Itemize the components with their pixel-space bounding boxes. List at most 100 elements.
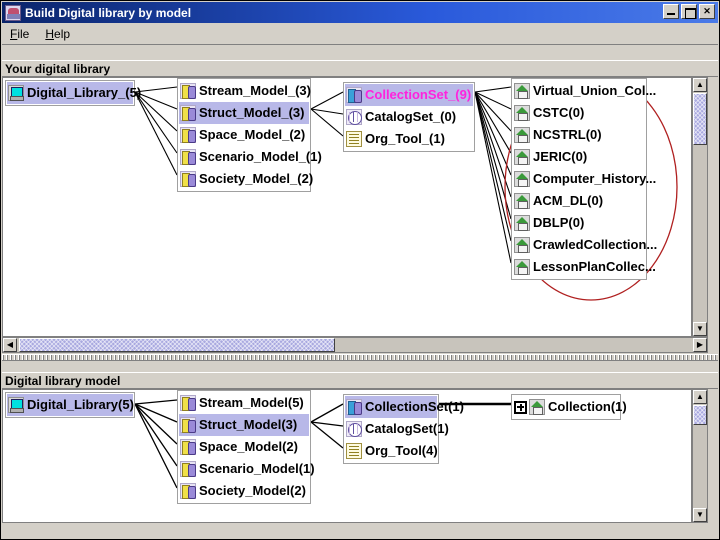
collection-icon: [529, 399, 545, 415]
scroll-up-arrow[interactable]: ▲: [693, 78, 707, 92]
model-icon: [180, 439, 196, 455]
collection-set-icon: [346, 87, 362, 103]
node-label: CSTC(0): [533, 105, 585, 120]
node-society-model[interactable]: Society_Model(2): [179, 480, 309, 502]
node-label: JERIC(0): [533, 149, 588, 164]
node-label: Org_Tool_(1): [365, 131, 445, 146]
node-catalog-set[interactable]: CatalogSet(1): [345, 418, 449, 440]
node-org-tool[interactable]: Org_Tool_(1): [345, 128, 473, 150]
node-label: Digital_Library(5): [27, 397, 134, 412]
scrollbar-track[interactable]: [693, 92, 707, 322]
node-stream-model[interactable]: Stream_Model(5): [179, 392, 309, 414]
node-label: DBLP(0): [533, 215, 585, 230]
node-catalog-set[interactable]: CatalogSet_(0): [345, 106, 473, 128]
node-space-model[interactable]: Space_Model(2): [179, 436, 309, 458]
node-org-tool[interactable]: Org_Tool(4): [345, 440, 438, 462]
close-button[interactable]: ✕: [699, 4, 715, 19]
top-horizontal-scrollbar[interactable]: ◀ ▶: [2, 337, 708, 353]
node-jeric[interactable]: JERIC(0): [513, 146, 645, 168]
model-icon: [180, 149, 196, 165]
node-collection-set[interactable]: CollectionSet(1): [345, 396, 464, 418]
bottom-vertical-scrollbar[interactable]: ▲ ▼: [692, 389, 708, 523]
status-area: [2, 524, 718, 539]
node-label: CollectionSet(1): [365, 399, 464, 414]
node-label: Digital_Library_(5): [27, 85, 142, 100]
collection-icon: [514, 83, 530, 99]
top-vertical-scrollbar[interactable]: ▲ ▼: [692, 77, 708, 337]
scroll-up-arrow[interactable]: ▲: [693, 390, 707, 404]
collection-set-icon: [346, 399, 362, 415]
window-title: Build Digital library by model: [25, 5, 192, 20]
expand-plus-icon[interactable]: [514, 400, 527, 414]
node-label: Struct_Model_(3): [199, 105, 305, 120]
computer-icon: [8, 85, 24, 101]
node-cstc[interactable]: CSTC(0): [513, 102, 645, 124]
node-stream-model[interactable]: Stream_Model_(3): [179, 80, 311, 102]
node-label: Space_Model(2): [199, 439, 298, 454]
bottom-graph-canvas[interactable]: Digital_Library(5) Stream_Model(5) Struc…: [2, 389, 692, 523]
node-label: Virtual_Union_Col...: [533, 83, 657, 98]
app-icon: [5, 4, 21, 21]
node-label: Stream_Model_(3): [199, 83, 311, 98]
bottom-panel-label: Digital library model: [2, 372, 718, 389]
model-icon: [180, 171, 196, 187]
node-label: Scenario_Model(1): [199, 461, 315, 476]
node-computer-history[interactable]: Computer_History...: [513, 168, 656, 190]
scroll-down-arrow[interactable]: ▼: [693, 322, 707, 336]
collection-icon: [514, 259, 530, 275]
minimize-button[interactable]: [663, 4, 679, 19]
window-controls: ✕: [663, 4, 715, 19]
menu-help[interactable]: Help: [45, 26, 71, 41]
node-space-model[interactable]: Space_Model_(2): [179, 124, 309, 146]
node-label: Space_Model_(2): [199, 127, 306, 142]
node-lesson-plan-collection[interactable]: LessonPlanCollec...: [513, 256, 656, 278]
maximize-button[interactable]: [681, 4, 697, 19]
node-scenario-model[interactable]: Scenario_Model(1): [179, 458, 315, 480]
bottom-root-group: Digital_Library(5): [5, 392, 135, 418]
node-label: Society_Model(2): [199, 483, 306, 498]
node-digital-library[interactable]: Digital_Library_(5): [7, 82, 141, 104]
node-label: CatalogSet(1): [365, 421, 449, 436]
node-label: LessonPlanCollec...: [533, 259, 656, 274]
menu-file[interactable]: File: [10, 26, 30, 41]
top-graph-canvas[interactable]: Digital_Library_(5) Stream_Model_(3) Str…: [2, 77, 692, 337]
model-icon: [180, 83, 196, 99]
scrollbar-thumb[interactable]: [19, 338, 335, 352]
node-collection-set[interactable]: CollectionSet_(9): [345, 84, 473, 106]
node-label: Collection(1): [548, 399, 627, 414]
scrollbar-thumb[interactable]: [693, 405, 707, 425]
org-tool-icon: [346, 131, 362, 147]
top-root-group: Digital_Library_(5): [5, 80, 141, 106]
node-label: CatalogSet_(0): [365, 109, 457, 124]
node-label: ACM_DL(0): [533, 193, 604, 208]
node-label: Society_Model_(2): [199, 171, 314, 186]
model-icon: [180, 417, 196, 433]
node-virtual-union-collection[interactable]: Virtual_Union_Col...: [513, 80, 656, 102]
node-dblp[interactable]: DBLP(0): [513, 212, 645, 234]
node-ncstrl[interactable]: NCSTRL(0): [513, 124, 645, 146]
collection-icon: [514, 149, 530, 165]
node-digital-library[interactable]: Digital_Library(5): [7, 394, 134, 416]
node-crawled-collection[interactable]: CrawledCollection...: [513, 234, 657, 256]
node-society-model[interactable]: Society_Model_(2): [179, 168, 313, 190]
top-models-group: Stream_Model_(3) Struct_Model_(3) Space_…: [177, 78, 322, 192]
scroll-down-arrow[interactable]: ▼: [693, 508, 707, 522]
bottom-models-group: Stream_Model(5) Struct_Model(3) Space_Mo…: [177, 390, 315, 504]
scroll-right-arrow[interactable]: ▶: [693, 338, 707, 352]
node-struct-model[interactable]: Struct_Model_(3): [179, 102, 309, 124]
scrollbar-thumb[interactable]: [693, 93, 707, 145]
split-pane-divider[interactable]: [2, 354, 718, 361]
title-bar[interactable]: Build Digital library by model ✕: [2, 2, 718, 23]
node-collection[interactable]: Collection(1): [513, 396, 627, 418]
node-label: Org_Tool(4): [365, 443, 438, 458]
node-label: NCSTRL(0): [533, 127, 602, 142]
node-struct-model[interactable]: Struct_Model(3): [179, 414, 309, 436]
scroll-left-arrow[interactable]: ◀: [3, 338, 17, 352]
scrollbar-track[interactable]: [693, 404, 707, 508]
model-icon: [180, 395, 196, 411]
node-label: Struct_Model(3): [199, 417, 298, 432]
node-label: Scenario_Model_(1): [199, 149, 322, 164]
menu-bar: File Help: [2, 23, 718, 45]
node-scenario-model[interactable]: Scenario_Model_(1): [179, 146, 322, 168]
node-acm-dl[interactable]: ACM_DL(0): [513, 190, 645, 212]
